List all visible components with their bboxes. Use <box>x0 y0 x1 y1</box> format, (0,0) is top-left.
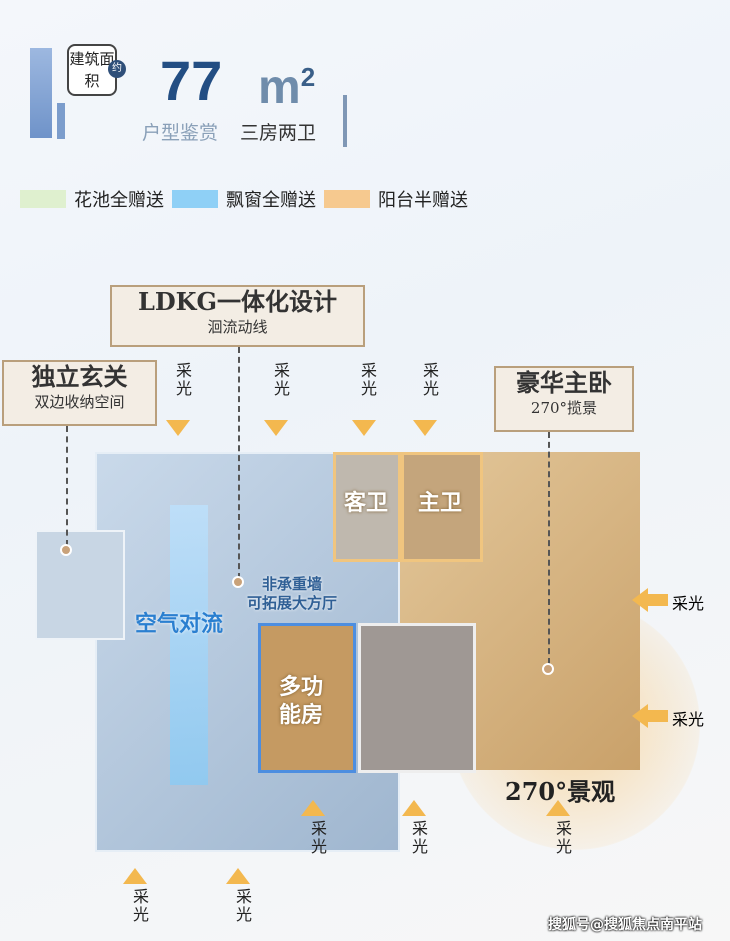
leader-line <box>548 432 550 664</box>
callout-sub: 双边收纳空间 <box>34 393 125 411</box>
area-value: 77 <box>160 49 223 112</box>
area-unit: m2 <box>258 60 315 115</box>
arrow-down-icon <box>166 420 190 436</box>
entrance-area <box>35 530 125 640</box>
leader-line <box>238 347 240 579</box>
arrow-left-icon <box>632 704 648 728</box>
guest-bath-label: 客卫 <box>344 491 389 516</box>
light-label: 采光 <box>409 820 428 856</box>
decor-bar <box>30 48 52 138</box>
unit-m: m <box>258 61 301 114</box>
multi-room: 多功能房 <box>258 623 356 773</box>
decor-bar <box>57 103 65 139</box>
light-label: 采光 <box>672 710 705 729</box>
callout-sub: 洄流动线 <box>207 318 268 336</box>
light-label: 采光 <box>233 888 252 924</box>
legend-label: 飘窗全赠送 <box>226 190 316 211</box>
arrow-shaft <box>648 594 668 606</box>
light-label: 采光 <box>173 362 192 398</box>
watermark: 搜狐号@搜狐焦点南平站 <box>548 917 702 933</box>
legend-swatch-flower <box>20 190 66 208</box>
airflow-arrow <box>170 505 208 785</box>
subtitle: 户型鉴赏 <box>142 122 219 144</box>
light-label: 采光 <box>308 820 327 856</box>
master-bath-label: 主卫 <box>418 491 463 516</box>
light-label: 采光 <box>130 888 149 924</box>
airflow-label: 空气对流 <box>135 611 224 637</box>
legend-swatch-window <box>172 190 218 208</box>
callout-title: LDKG一体化设计 <box>137 287 338 316</box>
legend-label: 花池全赠送 <box>74 190 164 211</box>
marker-dot <box>60 544 72 556</box>
callout-title: 独立玄关 <box>31 362 128 391</box>
approx-badge: 约 <box>108 60 126 78</box>
divider <box>343 95 347 147</box>
wall-note-line1: 非承重墙 <box>262 575 323 593</box>
wall-note-line2: 可拓展大方厅 <box>247 594 338 612</box>
light-label: 采光 <box>358 362 377 398</box>
second-bedroom <box>358 623 476 773</box>
legend: 花池全赠送 飘窗全赠送 阳台半赠送 <box>20 186 468 212</box>
marker-dot <box>232 576 244 588</box>
wall-note: 非承重墙可拓展大方厅 <box>247 575 337 613</box>
light-label: 采光 <box>271 362 290 398</box>
light-label: 采光 <box>553 820 572 856</box>
master-bath: 主卫 <box>401 452 483 562</box>
arrow-left-icon <box>632 588 648 612</box>
layout-type: 三房两卫 <box>240 122 317 144</box>
arrow-up-icon <box>546 800 570 816</box>
callout-sub: 270°揽景 <box>530 399 598 417</box>
light-label: 采光 <box>672 594 705 613</box>
arrow-down-icon <box>413 420 437 436</box>
callout-master: 豪华主卧 270°揽景 <box>494 366 634 432</box>
marker-dot <box>542 663 554 675</box>
callout-entrance: 独立玄关双边收纳空间 <box>2 360 157 426</box>
callout-title: 豪华主卧 <box>516 368 612 397</box>
arrow-up-icon <box>226 868 250 884</box>
legend-swatch-balcony <box>324 190 370 208</box>
unit-sup: 2 <box>300 62 316 92</box>
arrow-up-icon <box>123 868 147 884</box>
arrow-shaft <box>648 710 668 722</box>
multi-room-label: 多功能房 <box>279 675 324 728</box>
leader-line <box>66 426 68 546</box>
arrow-up-icon <box>402 800 426 816</box>
callout-ldkg: LDKG一体化设计洄流动线 <box>110 285 365 347</box>
guest-bath: 客卫 <box>333 452 401 562</box>
legend-label: 阳台半赠送 <box>378 190 468 211</box>
arrow-down-icon <box>352 420 376 436</box>
light-label: 采光 <box>420 362 439 398</box>
arrow-down-icon <box>264 420 288 436</box>
arrow-up-icon <box>301 800 325 816</box>
